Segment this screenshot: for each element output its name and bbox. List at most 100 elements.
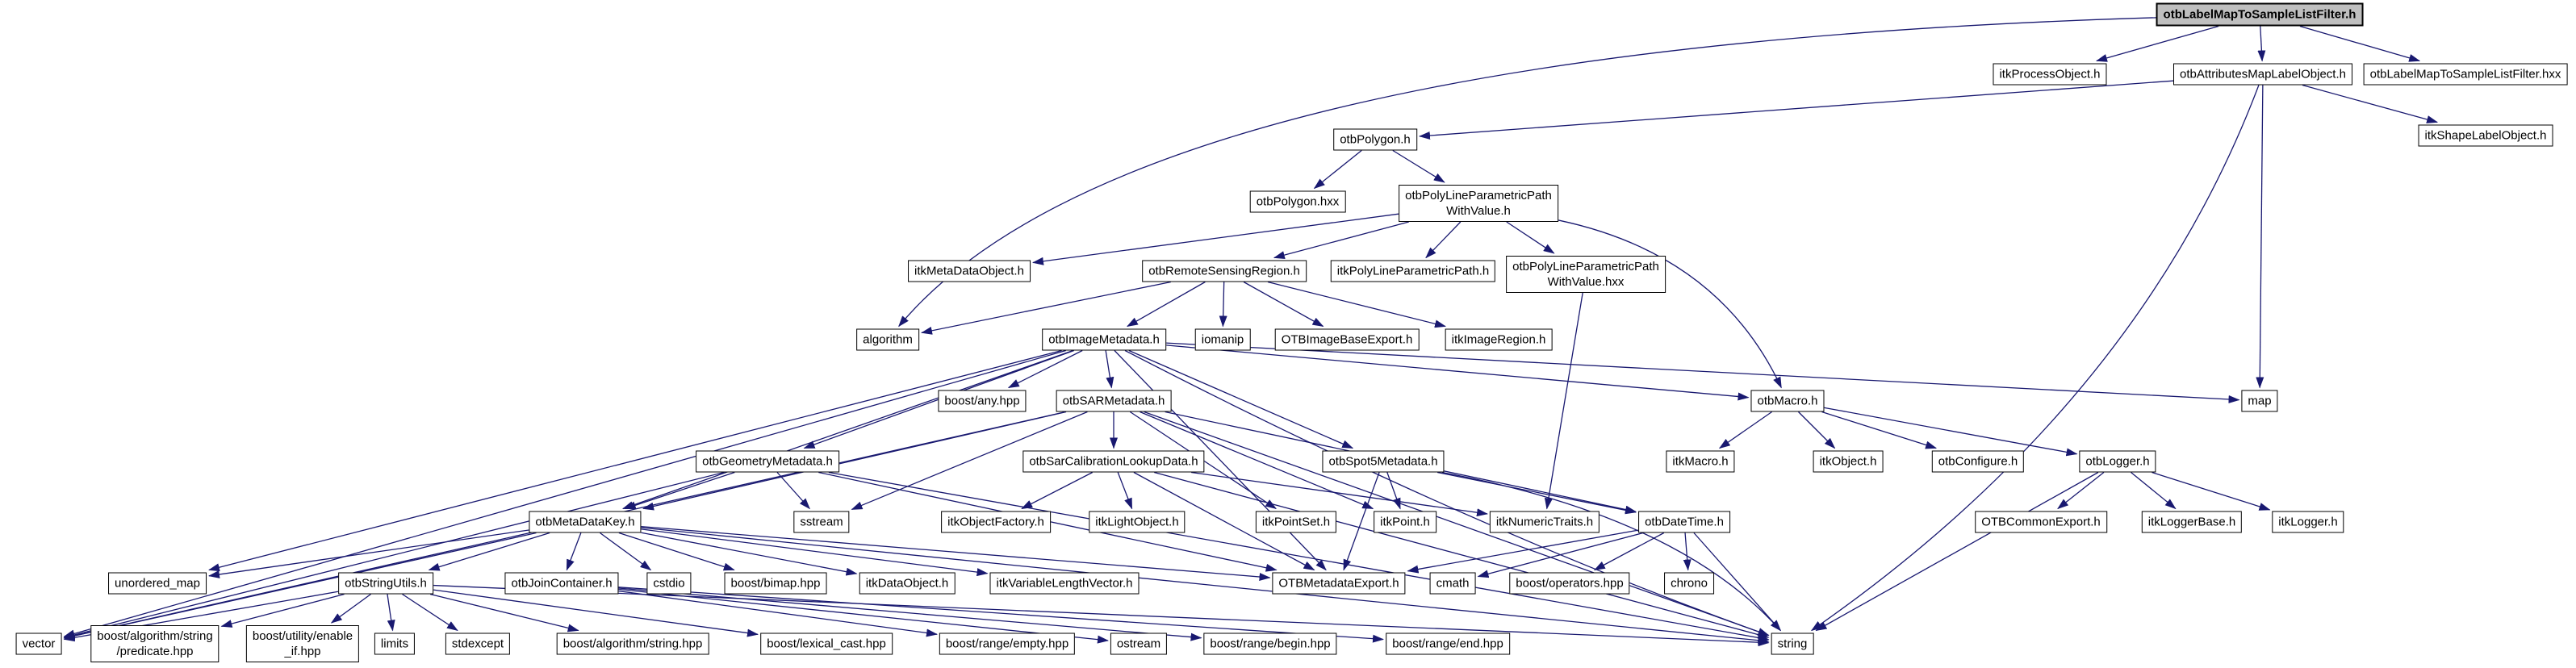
edge-otb-image-metadata--boost-any: [1007, 349, 1083, 389]
edge-otb-remote-sensing-region--algorithm: [921, 281, 1171, 335]
edge-otb-polygon-h--plppwv-h: [1392, 149, 1445, 183]
edge-otb-join-container--boost-range-empty: [618, 590, 938, 637]
node-itk-data-object[interactable]: itkDataObject.h: [859, 572, 956, 595]
node-label: otbLogger.h: [2085, 454, 2150, 469]
node-label: otbLabelMapToSampleListFilter.h: [2163, 7, 2356, 22]
node-lmtslf-hxx[interactable]: otbLabelMapToSampleListFilter.hxx: [2363, 63, 2568, 86]
node-label: boost/utility/enable: [252, 629, 353, 643]
node-label: string: [1777, 637, 1808, 651]
node-otb-configure[interactable]: otbConfigure.h: [1931, 450, 2025, 473]
node-label: otbDateTime.h: [1645, 515, 1724, 529]
node-otb-image-base-export[interactable]: OTBImageBaseExport.h: [1274, 328, 1420, 351]
node-itk-variable-length-vector[interactable]: itkVariableLengthVector.h: [989, 572, 1140, 595]
edge-otb-logger--itk-logger: [2152, 471, 2271, 511]
edge-otb-meta-data-key--itk-data-object: [641, 532, 858, 576]
node-otb-sar-calibration-lookup-data[interactable]: otbSarCalibrationLookupData.h: [1022, 450, 1205, 473]
node-otb-polygon-h[interactable]: otbPolygon.h: [1333, 128, 1417, 151]
node-otb-geometry-metadata[interactable]: otbGeometryMetadata.h: [696, 450, 839, 473]
node-otb-join-container[interactable]: otbJoinContainer.h: [504, 572, 619, 595]
node-label: otbGeometryMetadata.h: [702, 454, 833, 469]
node-itk-numeric-traits[interactable]: itkNumericTraits.h: [1489, 511, 1600, 533]
node-label: otbPolygon.hxx: [1256, 194, 1340, 209]
edge-otb-image-metadata--otb-spot5-metadata: [1128, 349, 1354, 449]
node-label: itkLoggerBase.h: [2147, 515, 2236, 529]
edge-otb-spot5-metadata--otb-date-time: [1437, 471, 1637, 515]
node-itk-object-factory[interactable]: itkObjectFactory.h: [941, 511, 1051, 533]
node-label: otbStringUtils.h: [345, 576, 427, 591]
node-otb-macro[interactable]: otbMacro.h: [1750, 390, 1825, 412]
node-otb-common-export[interactable]: OTBCommonExport.h: [1975, 511, 2107, 533]
node-otb-logger[interactable]: otbLogger.h: [2079, 450, 2156, 473]
node-label: otbAttributesMapLabelObject.h: [2180, 67, 2346, 81]
node-otb-sar-metadata[interactable]: otbSARMetadata.h: [1056, 390, 1172, 412]
node-label: itkNumericTraits.h: [1495, 515, 1594, 529]
edge-root--algorithm: [898, 17, 2156, 328]
node-label: itkLogger.h: [2278, 515, 2338, 529]
edge-otb-string-utils--string: [433, 584, 1770, 647]
edge-root--lmtslf-hxx: [2299, 25, 2421, 62]
node-label: boost/algorithm/string: [97, 629, 213, 643]
edge-plppwv-h--otb-macro: [1558, 219, 1782, 389]
node-otb-metadata-export[interactable]: OTBMetadataExport.h: [1272, 572, 1406, 595]
node-label: itkMetaDataObject.h: [914, 264, 1024, 278]
node-otb-string-utils[interactable]: otbStringUtils.h: [338, 572, 433, 595]
edge-otb-meta-data-key--boost-bimap: [618, 532, 735, 571]
edge-otb-sar-calibration-lookup-data--string: [1154, 471, 1770, 639]
edge-otb-sar-calibration-lookup-data--itk-numeric-traits: [1191, 471, 1488, 517]
node-itk-logger-base[interactable]: itkLoggerBase.h: [2141, 511, 2243, 533]
node-boost-bimap: boost/bimap.hpp: [724, 572, 827, 595]
node-label: boost/lexical_cast.hpp: [767, 637, 886, 651]
node-label: otbPolygon.h: [1340, 132, 1411, 147]
node-otb-image-metadata[interactable]: otbImageMetadata.h: [1042, 328, 1166, 351]
node-unordered-map: unordered_map: [108, 572, 207, 595]
node-itk-shape-label-object[interactable]: itkShapeLabelObject.h: [2418, 124, 2553, 147]
node-label: WithValue.hxx: [1547, 275, 1625, 289]
node-label: OTBCommonExport.h: [1981, 515, 2101, 529]
edge-otb-logger--itk-logger-base: [2131, 471, 2177, 510]
node-otb-attributes-map-label-object[interactable]: otbAttributesMapLabelObject.h: [2173, 63, 2352, 86]
node-cmath: cmath: [1429, 572, 1476, 595]
node-label: otbSpot5Metadata.h: [1328, 454, 1438, 469]
edge-otb-image-metadata--otb-sar-metadata: [1105, 350, 1114, 389]
edge-otb-image-metadata--otb-meta-data-key: [622, 349, 1073, 510]
node-itk-macro[interactable]: itkMacro.h: [1666, 450, 1735, 473]
node-label: boost/range/end.hpp: [1392, 637, 1503, 651]
node-otb-meta-data-key[interactable]: otbMetaDataKey.h: [529, 511, 642, 533]
edge-otb-image-metadata--vector: [63, 349, 1066, 638]
edge-otb-sar-metadata--sstream: [851, 411, 1088, 511]
edge-otb-date-time--chrono: [1683, 532, 1692, 571]
node-algorithm: algorithm: [856, 328, 919, 351]
node-itk-meta-data-object[interactable]: itkMetaDataObject.h: [908, 260, 1031, 282]
node-itk-point-set[interactable]: itkPointSet.h: [1255, 511, 1337, 533]
node-label: otbImageMetadata.h: [1048, 332, 1160, 347]
node-label: cmath: [1436, 576, 1470, 591]
node-label: _if.hpp: [284, 645, 321, 658]
node-label: itkObjectFactory.h: [947, 515, 1044, 529]
node-label: itkImageRegion.h: [1451, 332, 1546, 347]
node-itk-poly-line-parametric-path[interactable]: itkPolyLineParametricPath.h: [1330, 260, 1496, 282]
edge-otb-sar-calibration-lookup-data--itk-object-factory: [1021, 471, 1094, 510]
edge-otb-macro--itk-macro: [1718, 411, 1772, 449]
node-otb-date-time[interactable]: otbDateTime.h: [1638, 511, 1730, 533]
edge-otb-spot5-metadata--string: [1441, 471, 1781, 632]
node-itk-logger[interactable]: itkLogger.h: [2272, 511, 2344, 533]
edge-otb-sar-metadata--string: [1144, 411, 1770, 637]
edge-otb-meta-data-key--otb-join-container: [566, 532, 582, 571]
node-itk-light-object[interactable]: itkLightObject.h: [1089, 511, 1186, 533]
node-itk-process-object[interactable]: itkProcessObject.h: [1993, 63, 2107, 86]
node-label: /predicate.hpp: [116, 645, 194, 658]
node-itk-point[interactable]: itkPoint.h: [1374, 511, 1436, 533]
node-otb-polygon-hxx[interactable]: otbPolygon.hxx: [1249, 190, 1346, 213]
node-itk-object[interactable]: itkObject.h: [1813, 450, 1884, 473]
node-map: map: [2241, 390, 2278, 412]
edge-otb-macro--otb-logger: [1824, 407, 2078, 457]
node-itk-image-region[interactable]: itkImageRegion.h: [1445, 328, 1553, 351]
node-otb-remote-sensing-region[interactable]: otbRemoteSensingRegion.h: [1142, 260, 1307, 282]
node-label: vector: [22, 637, 56, 651]
node-otb-spot5-metadata[interactable]: otbSpot5Metadata.h: [1322, 450, 1445, 473]
node-label: otbSarCalibrationLookupData.h: [1029, 454, 1198, 469]
